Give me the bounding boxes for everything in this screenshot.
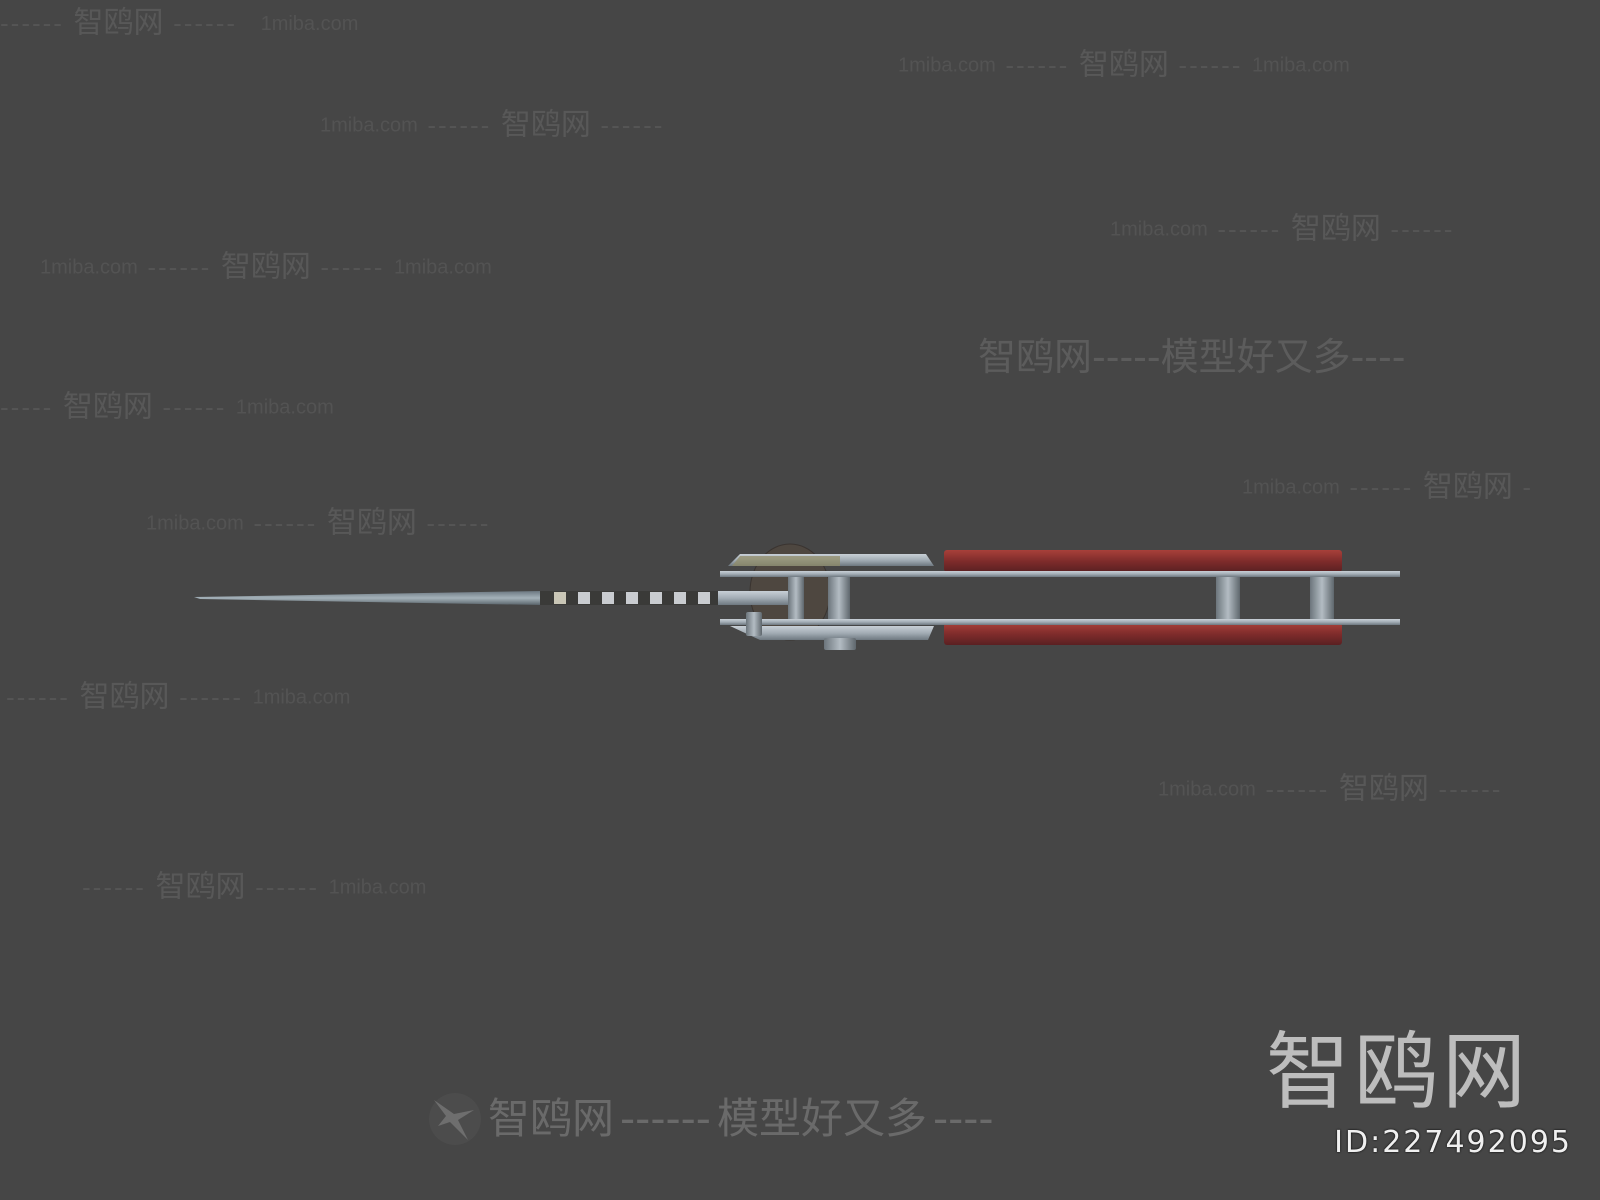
watermark-row: 1miba.com ------ 智鸥网 ------ (1158, 774, 1502, 805)
watermark-dashes: ----- (1092, 335, 1161, 379)
footer-slogan: 模型好又多 (716, 1094, 927, 1143)
watermark-dashes: ------ (1349, 473, 1414, 502)
spacer-rod (1310, 577, 1334, 619)
watermark-row: 1miba.com ------ 智鸥网 ------ (320, 110, 664, 141)
watermark-dashes: ------ (6, 683, 70, 712)
watermark-brand: 智鸥网 (1078, 47, 1169, 83)
watermark-row: 1miba.com ------ 智鸥网 - (1242, 472, 1533, 503)
watermark-domain: 1miba.com (1251, 54, 1350, 77)
footer-brand: 智鸥网 (488, 1094, 615, 1143)
watermark-row: 1miba.com ------ 智鸥网 ------ (1110, 214, 1454, 245)
watermark-row: 1miba.com ------ 智鸥网 ------ 1miba.com (40, 252, 492, 283)
watermark-brand: 智鸥网 (1290, 211, 1381, 247)
seagull-logo-icon (429, 1093, 481, 1145)
watermark-row: 1miba.com ------ 智鸥网 ------ (146, 508, 490, 539)
watermark-dashes: ------ (320, 253, 385, 282)
watermark-dashes: ------ (600, 111, 665, 140)
watermark-brand: 智鸥网 (79, 679, 170, 715)
watermark-brand: 智鸥网 (1338, 771, 1429, 807)
watermark-domain: 1miba.com (320, 114, 418, 137)
watermark-dashes: ------ (255, 873, 320, 902)
watermark-row: ------ 智鸥网 ------ 1miba.com (0, 8, 358, 39)
watermark-domain: 1miba.com (393, 256, 492, 279)
footer-dashes: ------ (620, 1094, 711, 1143)
watermark-dashes: ------ (173, 9, 238, 38)
watermark-dashes: ------ (1438, 775, 1503, 804)
watermark-brand: 智鸥网 (62, 389, 153, 425)
handle-scale-bottom (944, 623, 1342, 645)
watermark-row: 1miba.com ------ 智鸥网 ------ 1miba.com (898, 50, 1350, 81)
watermark-domain: 1miba.com (1242, 476, 1340, 499)
footer-dashes: ---- (932, 1094, 994, 1143)
watermark-dashes: - (1522, 473, 1534, 502)
watermark-row: ------ 智鸥网 ------ 1miba.com (82, 872, 426, 903)
watermark-domain: 1miba.com (1158, 778, 1256, 801)
watermark-domain: 1miba.com (1110, 218, 1208, 241)
watermark-row: ------ 智鸥网 ------ 1miba.com (6, 682, 350, 713)
footer-watermark: 智鸥网------模型好又多---- (428, 1092, 994, 1146)
watermark-dashes: ------ (179, 683, 244, 712)
watermark-domain: 1miba.com (252, 686, 351, 709)
watermark-brand: 智鸥网 (155, 869, 246, 905)
bolster-bottom (730, 626, 934, 640)
watermark-slogan: 模型好又多 (1160, 335, 1351, 379)
watermark-domain: 1miba.com (260, 12, 359, 35)
watermark-domain: 1miba.com (146, 512, 244, 535)
blade-serrations (540, 591, 788, 605)
watermark-dashes: ------ (162, 393, 227, 422)
watermark-dashes: ---- (1350, 335, 1406, 379)
liner-top (720, 571, 1400, 577)
brand-badge-title: 智鸥网 (1265, 1023, 1530, 1121)
watermark-dashes: ------ (253, 509, 318, 538)
spacer-rod (1216, 577, 1240, 619)
watermark-dashes: ------ (1390, 215, 1455, 244)
watermark-domain: 1miba.com (235, 396, 334, 419)
watermark-brand: 智鸥网 (978, 335, 1093, 379)
thumb-stud (746, 612, 762, 636)
pivot-pin (788, 577, 804, 619)
model-id-label: ID:227492095 (1334, 1125, 1572, 1160)
liner-bottom (720, 619, 1400, 625)
watermark-slogan-row: 智鸥网-----模型好又多---- (978, 338, 1405, 376)
watermark-dashes: ----- (0, 393, 54, 422)
watermark-dashes: ------ (147, 253, 212, 282)
watermark-dashes: ------ (427, 111, 492, 140)
blade (194, 591, 548, 605)
watermark-domain: 1miba.com (328, 876, 427, 899)
watermark-dashes: ------ (82, 873, 146, 902)
stop-pin (828, 577, 850, 619)
watermark-row: ----- 智鸥网 ------ 1miba.com (0, 392, 334, 423)
watermark-brand: 智鸥网 (1422, 469, 1513, 505)
watermark-brand: 智鸥网 (73, 5, 164, 41)
watermark-domain: 1miba.com (40, 256, 138, 279)
watermark-dashes: ------ (1005, 51, 1070, 80)
watermark-dashes: ------ (426, 509, 491, 538)
watermark-dashes: ------ (0, 9, 64, 38)
watermark-dashes: ------ (1265, 775, 1330, 804)
watermark-brand: 智鸥网 (326, 505, 417, 541)
watermark-dashes: ------ (1217, 215, 1282, 244)
handle-scale-top (944, 550, 1342, 572)
watermark-brand: 智鸥网 (220, 249, 311, 285)
watermark-dashes: ------ (1178, 51, 1243, 80)
watermark-brand: 智鸥网 (500, 107, 591, 143)
watermark-domain: 1miba.com (898, 54, 996, 77)
